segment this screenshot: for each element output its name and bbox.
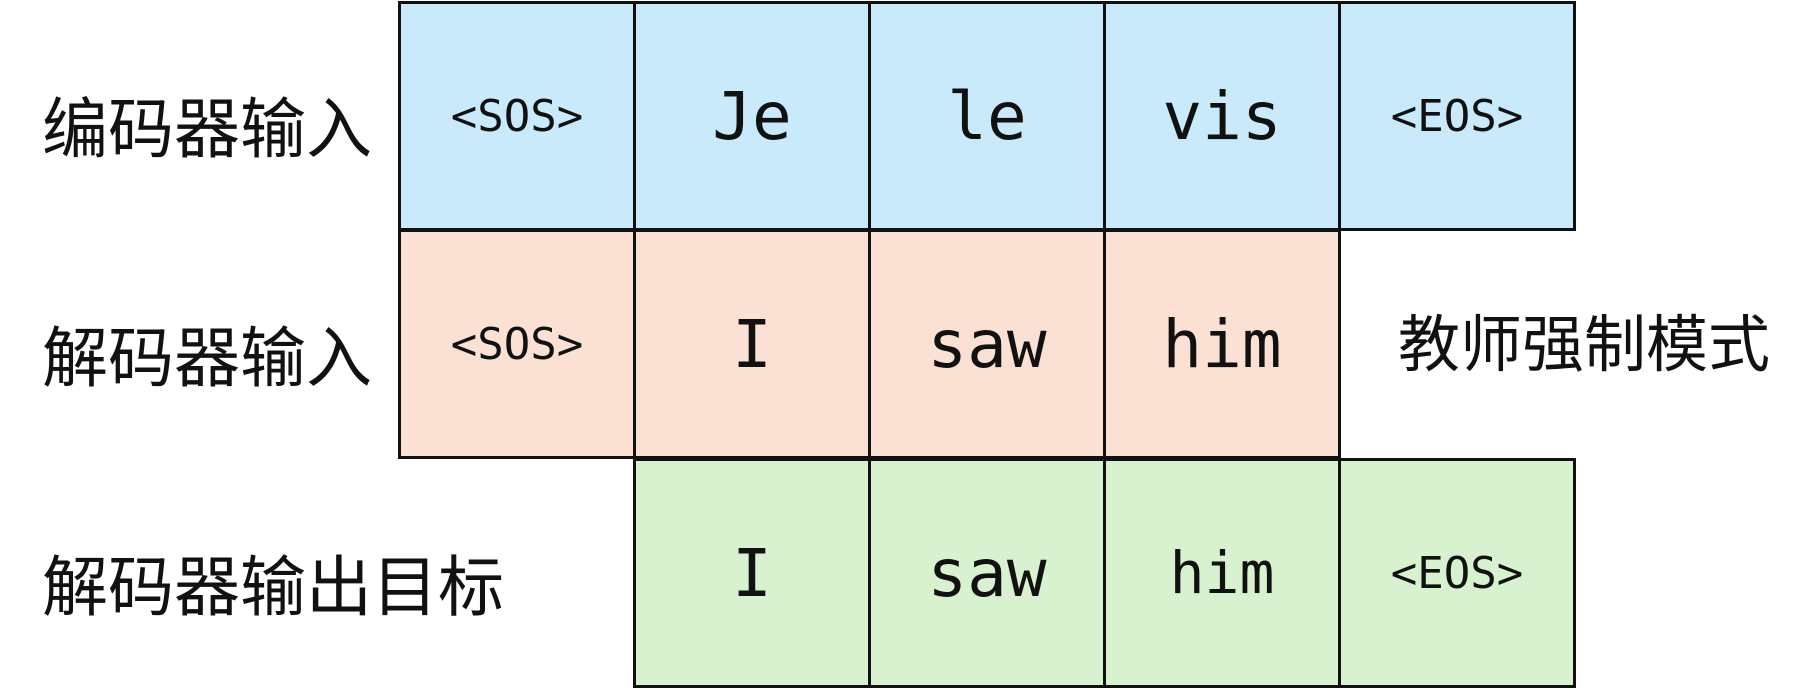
decoder-target-token-cell: saw <box>868 458 1106 688</box>
encoder-input-row: <SOS> Je le vis <EOS> <box>398 1 1576 231</box>
encoder-token-cell: vis <box>1103 1 1341 231</box>
decoder-input-token-cell: I <box>633 229 871 459</box>
encoder-token-cell: <SOS> <box>398 1 636 231</box>
teacher-forcing-annotation: 教师强制模式 <box>1398 308 1771 381</box>
decoder-target-row: I saw him <EOS> <box>633 458 1576 688</box>
encoder-token-cell: <EOS> <box>1338 1 1576 231</box>
decoder-target-token-cell: <EOS> <box>1338 458 1576 688</box>
encoder-token-cell: le <box>868 1 1106 231</box>
decoder-input-token-cell: him <box>1103 229 1341 459</box>
decoder-input-token-cell: <SOS> <box>398 229 636 459</box>
decoder-input-row: <SOS> I saw him <box>398 229 1341 459</box>
decoder-target-token-cell: I <box>633 458 871 688</box>
decoder-target-label: 解码器输出目标 <box>42 549 504 626</box>
encoder-input-label: 编码器输入 <box>42 91 372 168</box>
encoder-token-cell: Je <box>633 1 871 231</box>
decoder-input-token-cell: saw <box>868 229 1106 459</box>
decoder-target-token-cell: him <box>1103 458 1341 688</box>
decoder-input-label: 解码器输入 <box>42 320 372 397</box>
